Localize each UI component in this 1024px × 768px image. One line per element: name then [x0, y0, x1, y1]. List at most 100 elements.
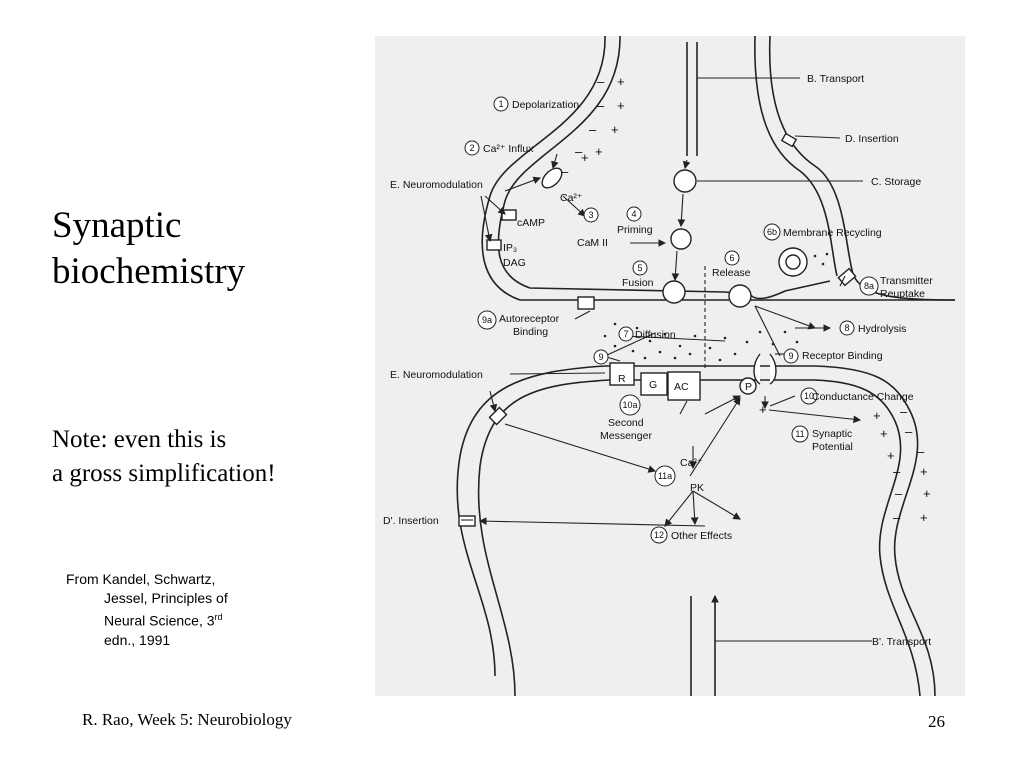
note-line-1: Note: even this is: [52, 426, 227, 453]
step-9-receptor: 9: [788, 351, 793, 361]
label-hydrolysis: Hydrolysis: [858, 323, 906, 335]
postsynaptic-outer: [456, 365, 936, 696]
step-9a: 9a: [482, 315, 492, 325]
svg-text:+: +: [595, 144, 603, 159]
label-transport: B. Transport: [807, 73, 864, 85]
label-reuptake: Reuptake: [880, 288, 925, 300]
neuron-membranes: [456, 36, 956, 696]
presynaptic-outer-left: [481, 36, 955, 301]
step-5: 5: [637, 263, 642, 273]
label-autoreceptor-binding: Binding: [513, 326, 548, 338]
note-line-2: a gross simplification!: [52, 460, 276, 487]
citation-superscript: rd: [214, 612, 223, 622]
label-cam-ii: CaM II: [577, 237, 608, 249]
svg-text:+: +: [617, 98, 625, 113]
label-storage: C. Storage: [871, 176, 921, 188]
step-11a: 11a: [658, 471, 672, 481]
citation-line-3: Neural Science, 3rd: [66, 608, 306, 631]
vesicles: [662, 169, 808, 308]
label-fusion: Fusion: [622, 277, 654, 289]
svg-text:–: –: [895, 486, 903, 501]
step-numbers: 1 2 3 4 5 6 6b 7 8 8a 9 9 9a 10 10a 11 1…: [469, 99, 874, 540]
svg-text:+: +: [887, 448, 895, 463]
label-synaptic: Synaptic: [812, 428, 852, 440]
svg-text:+: +: [759, 402, 767, 417]
citation: From Kandel, Schwartz, Jessel, Principle…: [66, 570, 306, 650]
step-4: 4: [631, 209, 636, 219]
label-receptor-binding: Receptor Binding: [802, 350, 883, 362]
presynaptic-outer-right: [768, 36, 956, 301]
page-number: 26: [928, 712, 945, 731]
step-3: 3: [588, 210, 593, 220]
step-1: 1: [498, 99, 503, 109]
label-ac: AC: [674, 381, 689, 393]
synapse-diagram-svg: 1 2 3 4 5 6 6b 7 8 8a 9 9 9a 10 10a 11 1…: [375, 36, 965, 696]
svg-text:–: –: [905, 424, 913, 439]
svg-text:–: –: [575, 144, 583, 159]
label-d-prime-insertion: D'. Insertion: [383, 515, 439, 527]
label-release: Release: [712, 267, 751, 279]
title-line-2: biochemistry: [52, 251, 246, 292]
step-2: 2: [469, 143, 474, 153]
label-insertion: D. Insertion: [845, 133, 899, 145]
leader-lines: [461, 77, 872, 642]
step-9: 9: [598, 352, 603, 362]
svg-text:+: +: [923, 486, 931, 501]
label-ip3: IP₃: [503, 242, 517, 254]
postsynaptic-inner: [477, 379, 921, 696]
membrane-charge-signs: –+ –+ –+ –+ –+ –+ –+ –+ +– +– +– +: [561, 74, 931, 525]
svg-text:+: +: [581, 150, 589, 165]
svg-text:+: +: [920, 510, 928, 525]
step-10: 10: [804, 391, 814, 401]
citation-line-2: Jessel, Principles of: [104, 590, 228, 606]
label-priming: Priming: [617, 224, 653, 236]
svg-text:–: –: [917, 444, 925, 459]
svg-text:+: +: [873, 408, 881, 423]
svg-text:–: –: [589, 122, 597, 137]
label-dag: DAG: [503, 257, 526, 269]
diagram-labels: B. Transport D. Insertion C. Storage Dep…: [383, 73, 933, 648]
label-potential: Potential: [812, 441, 853, 453]
label-messenger: Messenger: [600, 430, 652, 442]
citation-line-3-text: Neural Science, 3: [104, 612, 215, 629]
label-autoreceptor: Autoreceptor: [499, 313, 560, 325]
svg-text:+: +: [617, 74, 625, 89]
label-membrane-recycling: Membrane Recycling: [783, 227, 882, 239]
label-ca-influx: Ca²⁺ Influx: [483, 143, 534, 155]
step-8a: 8a: [864, 281, 874, 291]
step-12: 12: [654, 530, 664, 540]
label-diffusion: Diffusion: [635, 329, 676, 341]
presynaptic-inner-left: [497, 36, 831, 300]
svg-text:–: –: [893, 464, 901, 479]
svg-text:–: –: [597, 98, 605, 113]
svg-text:+: +: [611, 122, 619, 137]
label-b-prime-transport: B'. Transport: [872, 636, 931, 648]
slide-title: Synaptic biochemistry: [52, 203, 245, 295]
title-line-1: Synaptic: [52, 205, 182, 246]
step-6b: 6b: [767, 227, 777, 237]
label-neuromodulation-post: E. Neuromodulation: [390, 369, 483, 381]
svg-text:+: +: [920, 464, 928, 479]
label-ca-post: Ca²⁺: [680, 457, 703, 469]
label-depolarization: Depolarization: [512, 99, 579, 111]
synapse-diagram: 1 2 3 4 5 6 6b 7 8 8a 9 9 9a 10 10a 11 1…: [375, 36, 965, 696]
membrane-proteins: [458, 132, 857, 527]
label-camp: cAMP: [517, 217, 545, 229]
citation-line-4: edn., 1991: [104, 631, 171, 648]
label-p: P: [745, 381, 752, 393]
note-text: Note: even this is a gross simplificatio…: [52, 423, 276, 491]
footer-course: R. Rao, Week 5: Neurobiology: [82, 710, 292, 729]
label-neuromodulation-pre: E. Neuromodulation: [390, 179, 483, 191]
citation-line-1: From Kandel, Schwartz,: [66, 571, 216, 587]
svg-text:+: +: [880, 426, 888, 441]
step-7: 7: [623, 329, 628, 339]
label-second: Second: [608, 417, 644, 429]
presynaptic-inner-right: [754, 36, 838, 277]
step-11: 11: [795, 429, 804, 439]
transport-tubes: [686, 42, 716, 696]
svg-text:–: –: [561, 164, 569, 179]
label-g: G: [649, 379, 657, 391]
step-circles: [464, 96, 879, 544]
label-r: R: [618, 373, 626, 385]
svg-text:–: –: [900, 404, 908, 419]
